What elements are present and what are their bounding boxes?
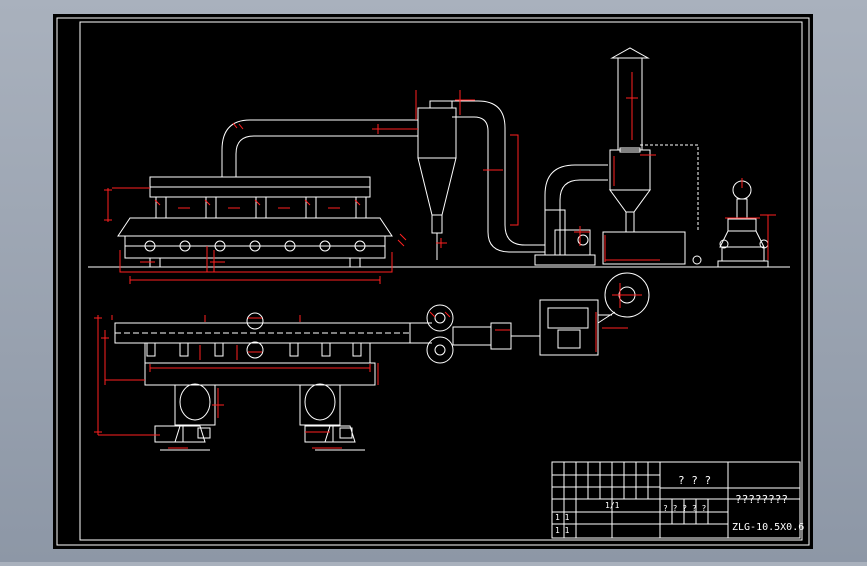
small-mark-cell: ? ? ? ? ? bbox=[663, 504, 707, 513]
cyclone-separator bbox=[417, 100, 457, 260]
model-code-cell: ZLG-10.5X0.6 bbox=[732, 522, 804, 533]
inner-frame bbox=[79, 21, 803, 541]
scrubber-chimney bbox=[602, 47, 702, 265]
title-block-text: ? ? ? ???????? ZLG-10.5X0.6 1/1 1 1 1 1 … bbox=[555, 474, 804, 535]
fan-duct bbox=[452, 100, 545, 253]
title-cell: ? ? ? bbox=[678, 474, 711, 487]
elevation-view bbox=[88, 47, 790, 268]
dryer-plan bbox=[114, 312, 411, 386]
elevation-dimension-ticks bbox=[140, 199, 361, 263]
outer-border bbox=[56, 17, 810, 546]
drawing-name-cell: ???????? bbox=[735, 493, 788, 506]
cyclone-plan bbox=[410, 304, 540, 364]
air-inlets bbox=[144, 240, 366, 252]
plan-inlets bbox=[146, 342, 362, 357]
plan-view bbox=[114, 272, 650, 451]
induced-draft-fan bbox=[534, 164, 608, 266]
plan-dimensions bbox=[94, 283, 642, 449]
scale-mark-cell: 1/1 bbox=[605, 501, 620, 510]
row-mark-2: 1 1 bbox=[555, 526, 570, 535]
air-heater bbox=[717, 180, 769, 268]
title-block bbox=[551, 461, 801, 539]
exhaust-hood-pipes bbox=[155, 196, 367, 219]
hot-air-units-plan bbox=[154, 383, 365, 451]
drawing-sheet bbox=[53, 14, 813, 549]
elevation-dimensions bbox=[104, 72, 776, 284]
row-mark-1: 1 1 bbox=[555, 513, 570, 522]
fluid-bed-dryer bbox=[117, 176, 393, 268]
exhaust-duct bbox=[221, 119, 418, 177]
